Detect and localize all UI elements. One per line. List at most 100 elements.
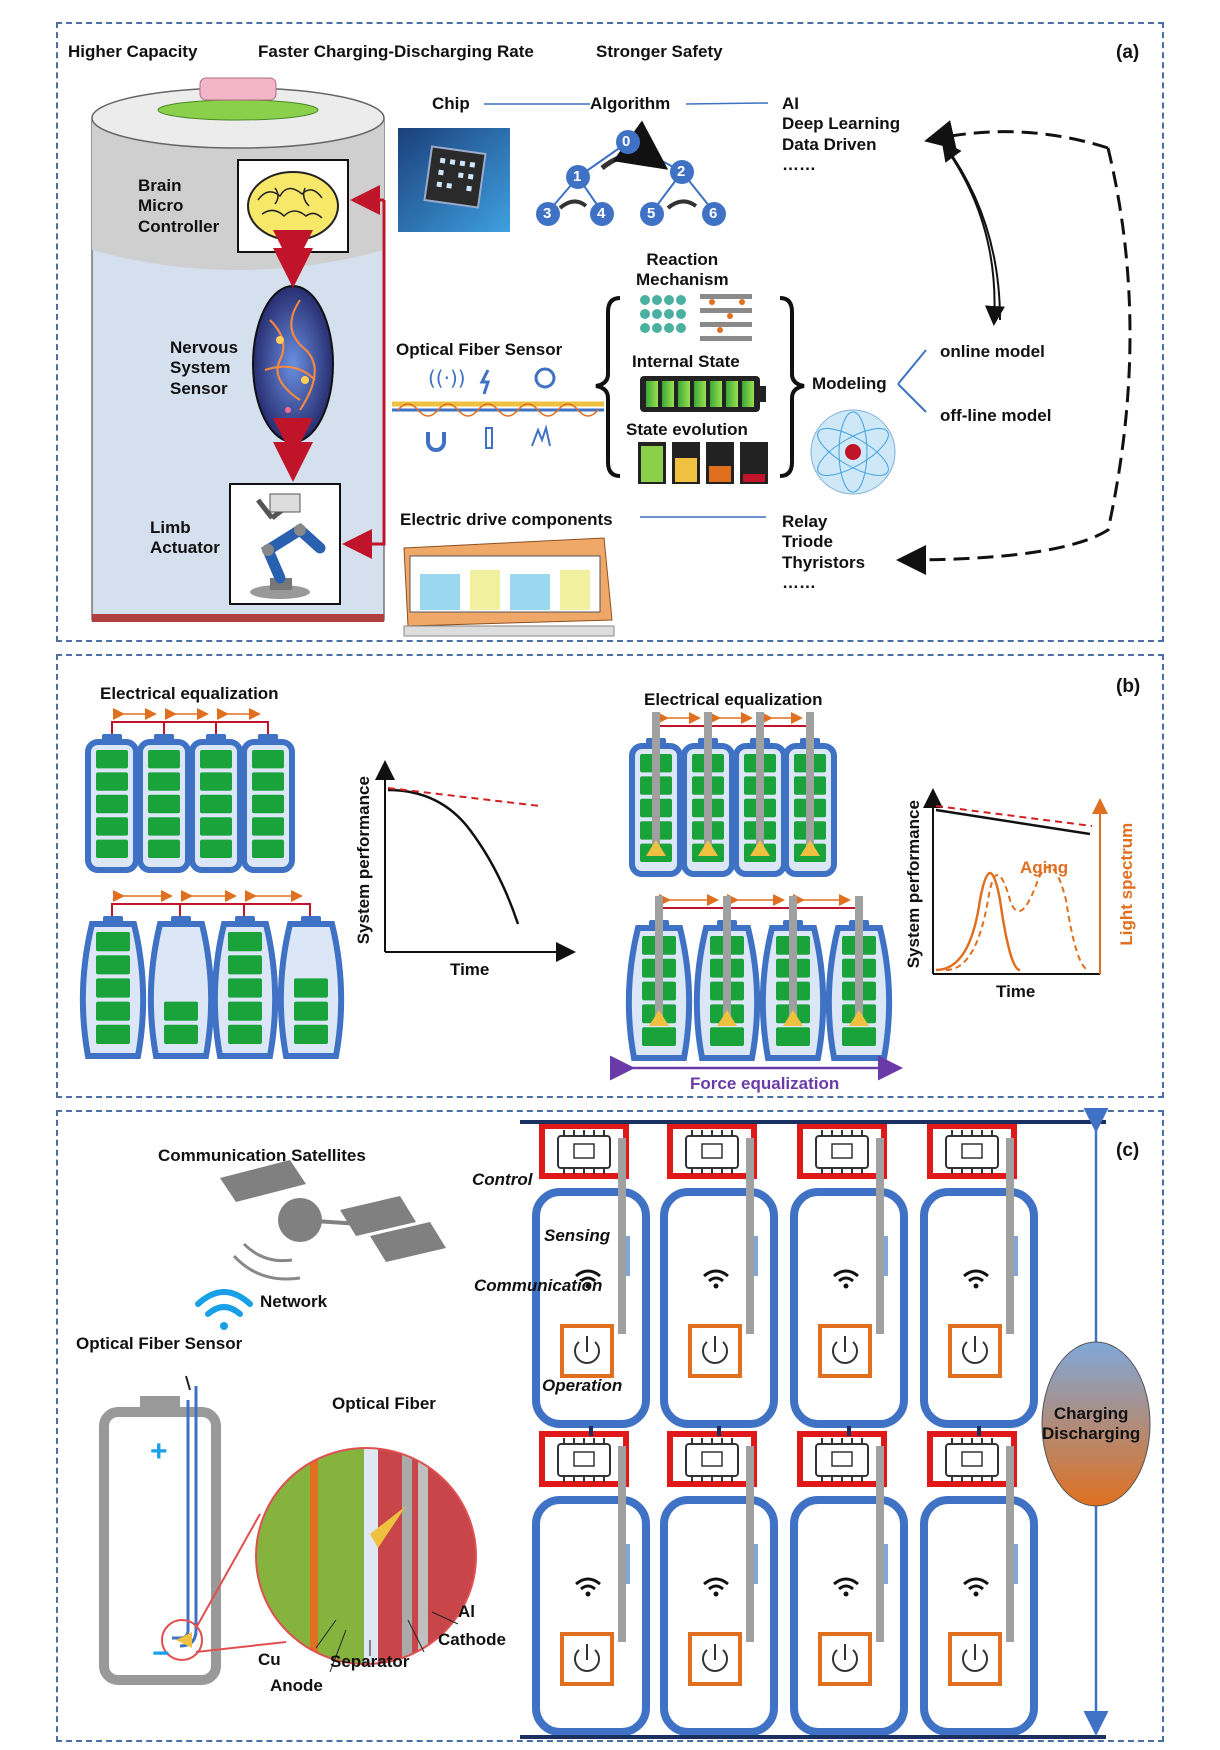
plus-sign: + (150, 1435, 168, 1468)
b-right-top-battery-3 (783, 712, 837, 877)
b-left-reference-line (387, 787, 541, 807)
cu-label: Cu (258, 1650, 281, 1669)
b-left-top-battery-2 (189, 734, 243, 873)
c-cell-top-3 (920, 1123, 1038, 1428)
b-right-bottom-battery-0 (625, 896, 693, 1061)
modeling-label: Modeling (812, 374, 887, 393)
feature-higher-capacity: Higher Capacity (68, 42, 198, 61)
electric-drive-label: Electric drive components (400, 510, 613, 529)
brain-icon (247, 171, 339, 241)
electric-drive-image (403, 537, 615, 637)
c-cell-bot-0 (532, 1431, 650, 1736)
charging-oval (1041, 1341, 1151, 1507)
internal-state-label: Internal State (632, 352, 740, 371)
internal-state-battery (640, 376, 766, 412)
b-right-chart (923, 788, 1108, 975)
b-right-bottom-battery-1 (693, 896, 761, 1061)
b-right-bottom-battery-3 (825, 896, 893, 1061)
reaction-mechanism-label: Reaction Mechanism (636, 250, 729, 290)
b-left-top-battery-0 (85, 734, 139, 873)
separator-label: Separator (330, 1652, 410, 1671)
tree-node-4: 4 (597, 205, 606, 222)
c-cell-bot-1 (660, 1431, 778, 1736)
b-right-performance-line (935, 808, 1091, 836)
relay-list: Relay Triode Thyristors …… (782, 512, 866, 593)
al-label: Al (458, 1602, 475, 1621)
b-left-bottom-battery-1 (147, 916, 215, 1059)
tree-node-2: 2 (677, 163, 686, 180)
left-brace (595, 296, 621, 478)
fiber-core (402, 1448, 412, 1664)
b-left-chart (375, 760, 576, 962)
panel-a (56, 22, 1164, 642)
b-right-top-battery-2 (733, 712, 787, 877)
charging-discharging-label: Charging Discharging (1042, 1404, 1141, 1444)
b-left-bottom-batteries (79, 890, 345, 1059)
tree-node-3: 3 (543, 205, 552, 222)
optical-fiber-sensor-label-a: Optical Fiber Sensor (396, 340, 563, 359)
limb-label: Limb Actuator (150, 518, 220, 558)
c-cell-bot-3 (920, 1431, 1038, 1736)
robot-arm-icon (250, 493, 326, 599)
force-equalization-label: Force equalization (690, 1074, 840, 1093)
b-right-top-battery-1 (681, 712, 735, 877)
optical-fiber-sensor-label-c: Optical Fiber Sensor (76, 1334, 243, 1353)
b-left-performance-curve (387, 788, 520, 925)
b-right-bottom-battery-2 (759, 896, 827, 1061)
chip-label: Chip (432, 94, 470, 113)
nervous-label: Nervous System Sensor (170, 338, 239, 398)
reaction-mechanism-image (640, 294, 752, 341)
control-label: Control (472, 1170, 533, 1189)
ai-online-arrow (939, 139, 1005, 326)
panel-a-label: (a) (1116, 42, 1140, 63)
operation-label: Operation (542, 1376, 623, 1395)
tree-node-1: 1 (573, 168, 582, 185)
b-left-bottom-battery-2 (211, 916, 279, 1059)
b-left-title: Electrical equalization (100, 684, 279, 703)
b-right-top-batteries (629, 712, 837, 877)
b-left-bottom-battery-0 (79, 916, 147, 1059)
svg-text:((·)): ((·)) (428, 366, 466, 390)
optical-fiber-sensor-image: ((·)) (392, 366, 604, 452)
chip-image (398, 128, 510, 232)
ai-relay-dashed-arrow (896, 147, 1132, 575)
b-left-top-battery-3 (241, 734, 295, 873)
controller-actuator-link (342, 200, 386, 559)
modeling-offline-line (897, 383, 927, 413)
b-right-bottom-batteries (625, 894, 893, 1061)
tree-node-0: 0 (622, 133, 631, 150)
panel-c-label: (c) (1116, 1140, 1140, 1161)
feature-faster-charging: Faster Charging-Discharging Rate (258, 42, 534, 61)
b-right-xlabel: Time (996, 982, 1036, 1001)
panel-b-label: (b) (1116, 676, 1141, 697)
algorithm-ai-line (685, 102, 769, 105)
nervous-system-image (252, 285, 334, 443)
feature-stronger-safety: Stronger Safety (596, 42, 723, 61)
fiber-battery-image (99, 1375, 287, 1685)
b-left-top-batteries (85, 708, 295, 873)
optical-fiber-label: Optical Fiber (332, 1394, 436, 1413)
cathode-label: Cathode (438, 1630, 506, 1649)
b-left-top-battery-1 (137, 734, 191, 873)
communication-label: Communication (474, 1276, 603, 1295)
c-cell-top-1 (660, 1123, 778, 1428)
brain-label: Brain Micro Controller (138, 176, 220, 236)
c-cell-top-0 (532, 1123, 650, 1428)
aging-label: Aging (1020, 858, 1069, 877)
b-right-top-battery-0 (629, 712, 683, 877)
sensing-label: Sensing (544, 1226, 611, 1245)
c-cell-bot-2 (790, 1431, 908, 1736)
offline-model-label: off-line model (940, 406, 1052, 425)
network-label: Network (260, 1292, 328, 1311)
b-aged-spectrum-curve (945, 866, 1089, 971)
model-sphere-image (810, 409, 896, 495)
b-spectrum-curve (935, 872, 1021, 972)
c-cell-top-2 (790, 1123, 908, 1428)
panel-c (56, 1110, 1164, 1742)
b-right-title: Electrical equalization (644, 690, 823, 709)
b-left-bottom-battery-3 (277, 916, 345, 1059)
anode-label: Anode (270, 1676, 323, 1695)
right-brace (779, 296, 805, 478)
modeling-online-line (897, 349, 927, 385)
